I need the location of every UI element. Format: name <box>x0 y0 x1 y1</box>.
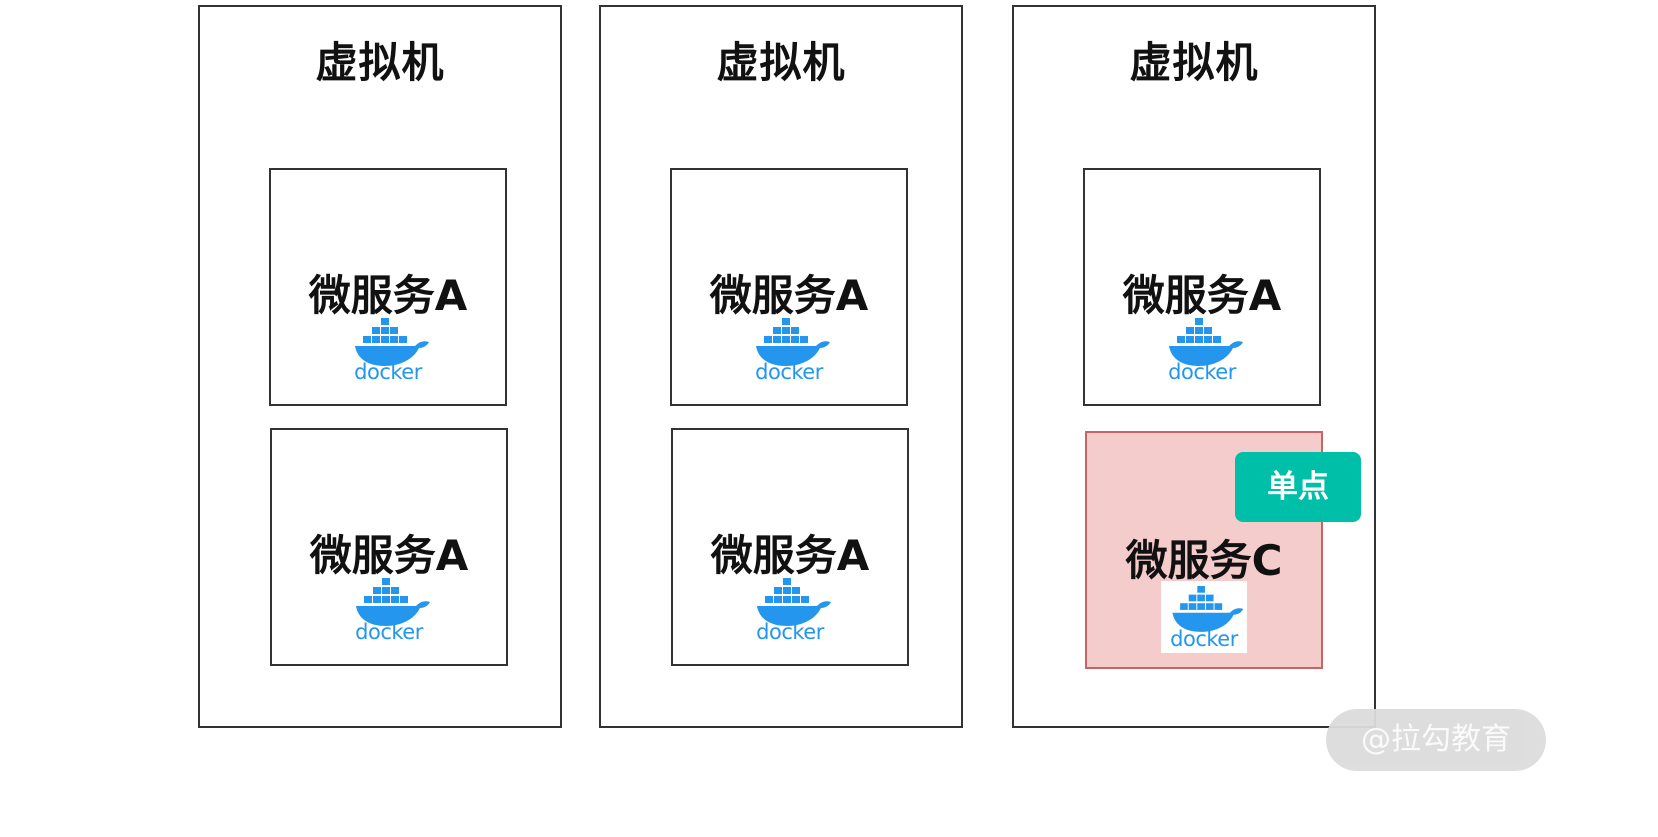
docker-logo-icon: docker <box>1157 316 1247 386</box>
service-label: 微服务A <box>308 271 468 320</box>
docker-logo-icon: docker <box>344 576 434 646</box>
docker-logo-icon: docker <box>745 576 835 646</box>
docker-logo-text: docker <box>1170 627 1238 651</box>
service-box: 微服务A docker <box>270 428 508 666</box>
service-label: 微服务C <box>1125 536 1283 585</box>
docker-logo-text: docker <box>755 360 823 384</box>
service-label: 微服务A <box>309 531 469 580</box>
docker-logo-icon: docker <box>1161 581 1247 653</box>
docker-logo-text: docker <box>354 360 422 384</box>
vm-2: 虚拟机 微服务A docker 微服务A <box>599 5 963 728</box>
docker-logo-icon: docker <box>343 316 433 386</box>
vm-3: 虚拟机 微服务A docker 微服务C <box>1012 5 1376 728</box>
service-label: 微服务A <box>709 271 869 320</box>
docker-logo-text: docker <box>355 620 423 644</box>
vm-title: 虚拟机 <box>1129 38 1259 87</box>
service-box: 微服务A docker <box>1083 168 1321 406</box>
docker-logo-icon: docker <box>744 316 834 386</box>
watermark: @拉勾教育 <box>1326 709 1546 771</box>
service-label: 微服务A <box>710 531 870 580</box>
docker-logo-text: docker <box>1168 360 1236 384</box>
vm-1: 虚拟机 微服务A docker 微服务A <box>198 5 562 728</box>
single-point-badge: 单点 <box>1235 452 1361 522</box>
docker-logo-text: docker <box>756 620 824 644</box>
service-label: 微服务A <box>1122 271 1282 320</box>
service-box: 微服务A docker <box>269 168 507 406</box>
service-box: 微服务A docker <box>670 168 908 406</box>
vm-title: 虚拟机 <box>716 38 846 87</box>
service-box: 微服务A docker <box>671 428 909 666</box>
vm-title: 虚拟机 <box>315 38 445 87</box>
